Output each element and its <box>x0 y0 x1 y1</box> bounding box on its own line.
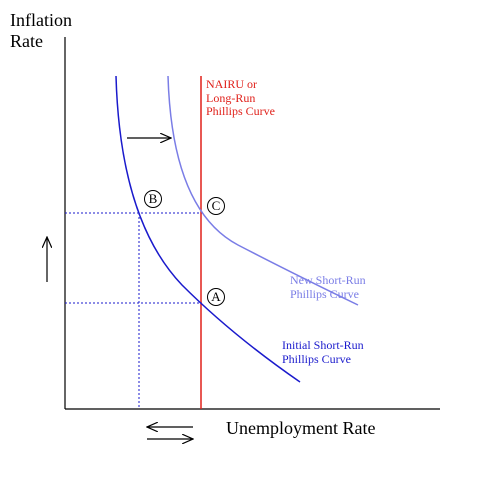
y-axis-title: Inflation Rate <box>10 10 72 51</box>
x-axis-title: Unemployment Rate <box>226 418 376 438</box>
nairu-label: NAIRU or Long-Run Phillips Curve <box>206 77 276 118</box>
point-b: B <box>144 190 162 208</box>
initial-short-run-phillips-curve <box>115 75 301 383</box>
point-a: A <box>207 288 225 306</box>
initial-short-run-label: Initial Short-Run Phillips Curve <box>282 338 364 366</box>
point-c: C <box>207 197 225 215</box>
new-short-run-label: New Short-Run Phillips Curve <box>290 273 366 301</box>
new-short-run-phillips-curve <box>167 75 359 306</box>
